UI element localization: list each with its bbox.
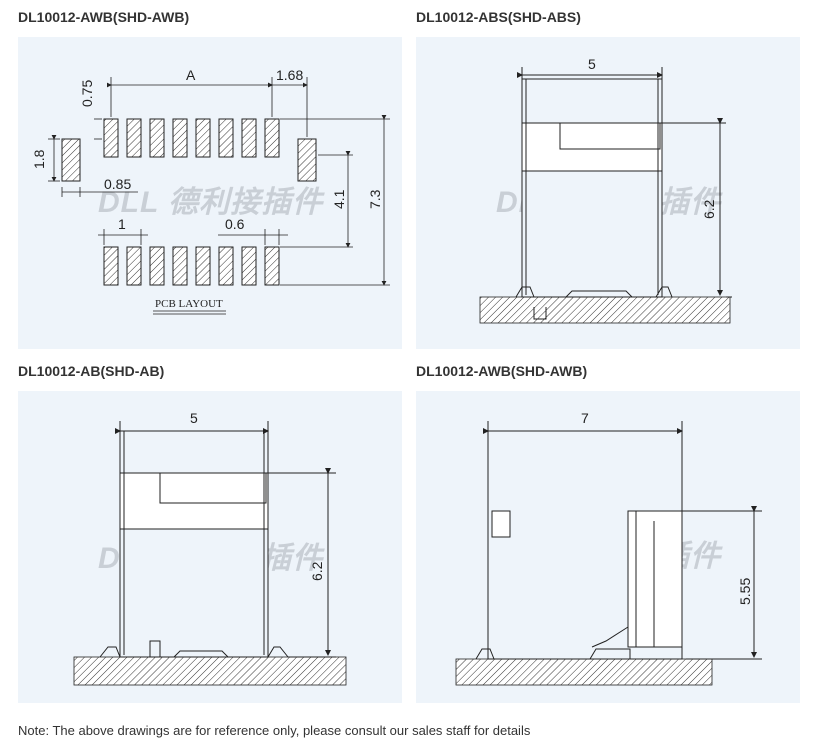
dim-06: 0.6: [225, 216, 245, 232]
dim-width: 5: [190, 410, 198, 426]
dim-height: 6.2: [701, 199, 717, 219]
dim-085: 0.85: [104, 176, 131, 192]
ab-panel: DLL 德利接插件 5 6.2: [18, 391, 402, 703]
awb-side-drawing: 7 5.55: [455, 410, 762, 686]
pcb-layout-panel: DLL 德利接插件: [18, 37, 402, 349]
panel-title-awb-side: DL10012-AWB(SHD-AWB): [416, 363, 588, 379]
dim-18: 1.8: [31, 149, 47, 169]
bottom-pad-row: [103, 246, 280, 286]
panel-title-abs: DL10012-ABS(SHD-ABS): [416, 9, 581, 25]
dim-1: 1: [118, 216, 126, 232]
dim-height: 5.55: [737, 578, 753, 605]
ab-drawing: 5 6.2: [73, 410, 347, 686]
side-pads: [61, 138, 317, 182]
top-pad-row: [103, 118, 280, 158]
dim-a: A: [186, 67, 196, 83]
watermark: DLL 德利接插件: [98, 186, 324, 219]
awb-side-panel: DLL 德利接插件 7 5.55: [416, 391, 800, 703]
dim-width: 5: [588, 56, 596, 72]
panel-title-ab: DL10012-AB(SHD-AB): [18, 363, 165, 379]
dim-168: 1.68: [276, 67, 303, 83]
abs-drawing: 5 6.2: [479, 56, 732, 324]
pcb-layout-label: PCB LAYOUT: [155, 298, 223, 310]
dim-height: 6.2: [309, 561, 325, 581]
abs-panel: DLL 德利接插件 5 6.2: [416, 37, 800, 349]
dim-075: 0.75: [79, 80, 95, 107]
panel-title-pcb-layout: DL10012-AWB(SHD-AWB): [18, 9, 190, 25]
dim-73: 7.3: [367, 189, 383, 209]
pcb-layout-drawing: 0.75 A 1.68 1.8 0.85 4.1 7.3 1 0.6 PCB L…: [31, 67, 390, 315]
dim-41: 4.1: [331, 189, 347, 209]
dim-width: 7: [581, 410, 589, 426]
footnote: Note: The above drawings are for referen…: [18, 723, 531, 738]
